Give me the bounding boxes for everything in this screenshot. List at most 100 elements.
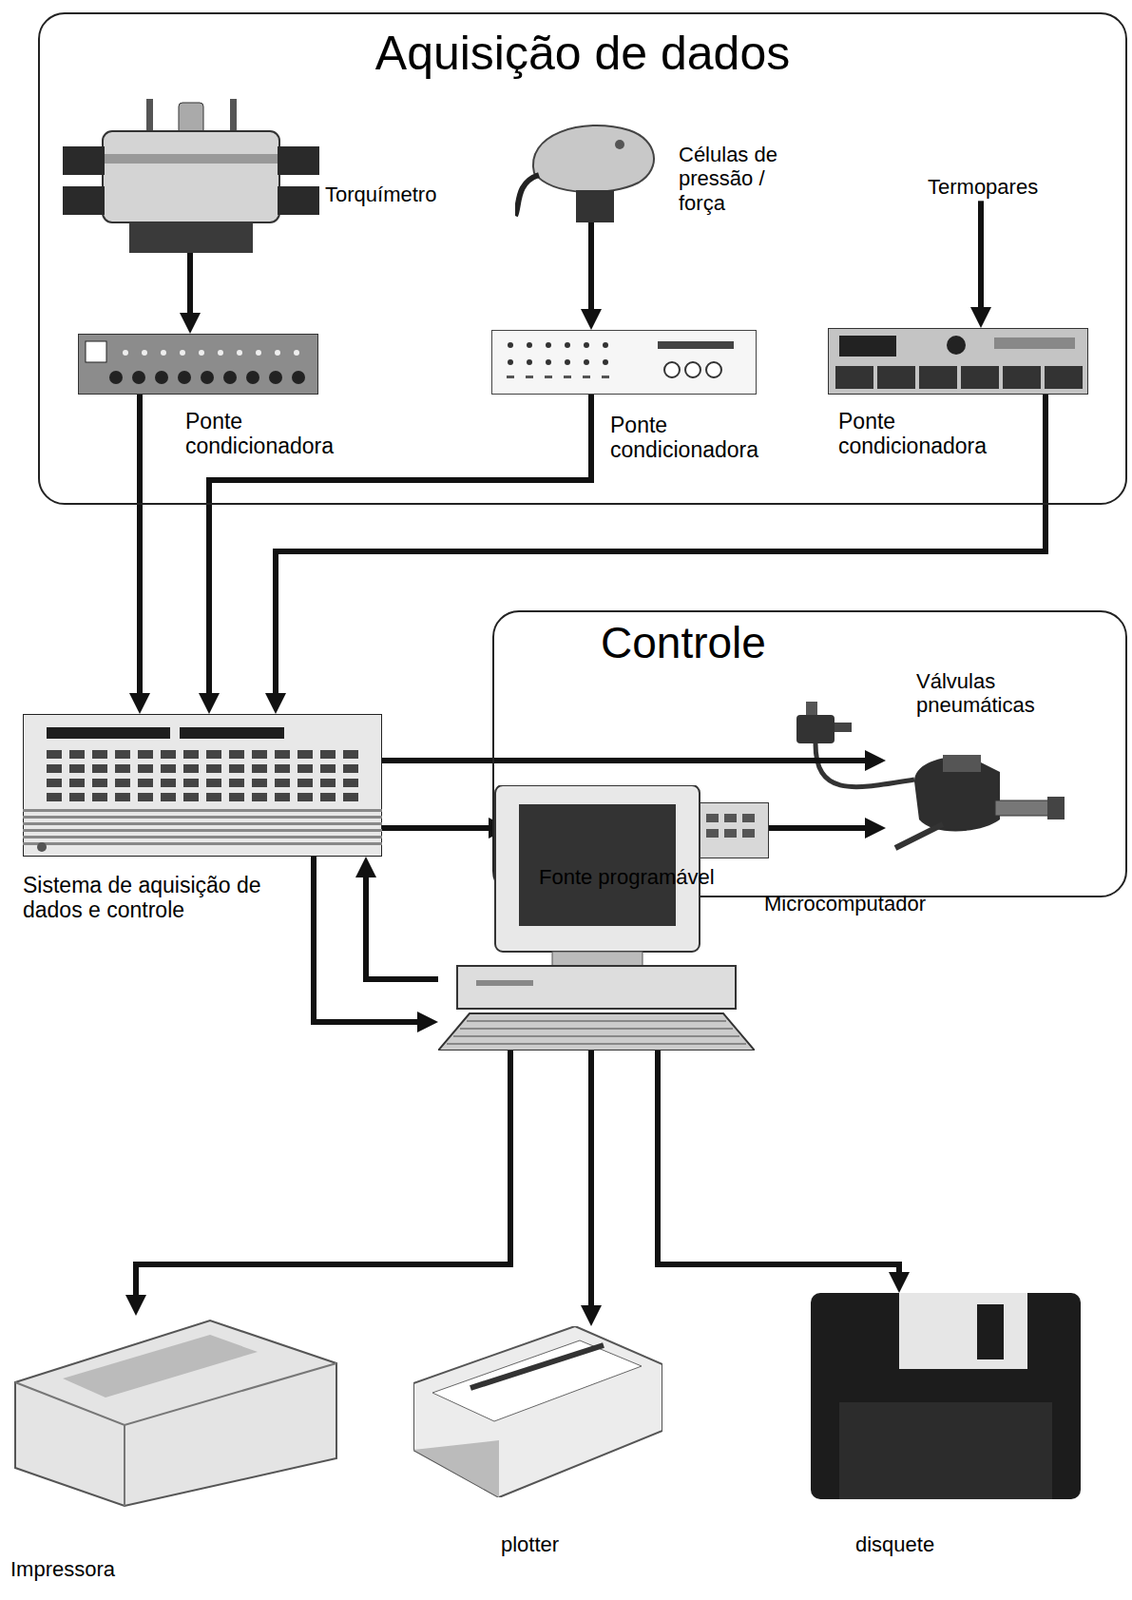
- illustration-part: [137, 764, 154, 773]
- illustration-part: [839, 1401, 1053, 1499]
- connector-arrow: [768, 817, 886, 839]
- connector-arrow: [355, 856, 439, 979]
- illustration-part: [320, 764, 336, 773]
- illustration-part: [564, 359, 571, 365]
- illustration-part: [706, 362, 722, 378]
- illustration-part: [495, 785, 700, 952]
- illustration-part: [320, 778, 336, 787]
- illustration-part: [92, 778, 108, 787]
- rack1-illustration: [77, 333, 319, 395]
- illustration-part: [413, 1439, 499, 1497]
- node-label: Controle: [600, 617, 767, 669]
- floppy-illustration: [810, 1292, 1081, 1499]
- illustration-part: [129, 222, 253, 253]
- illustration-part: [229, 792, 245, 802]
- arrow-head: [580, 308, 602, 330]
- connector-line: [365, 873, 439, 979]
- illustration-part: [476, 979, 534, 986]
- connector-arrow: [970, 200, 992, 328]
- plotter: plotter: [413, 1325, 663, 1497]
- illustration-part: [251, 778, 268, 787]
- illustration-part: [724, 828, 737, 838]
- illustration-part: [236, 349, 243, 356]
- illustration-part: [413, 1325, 663, 1497]
- illustration-part: [183, 764, 199, 773]
- illustration-part: [46, 749, 62, 759]
- illustration-part: [160, 764, 176, 773]
- illustration-part: [137, 778, 154, 787]
- illustration-part: [200, 370, 214, 384]
- illustration-part: [223, 370, 237, 384]
- illustration-part: [115, 749, 131, 759]
- illustration-part: [602, 342, 609, 348]
- illustration-part: [229, 764, 245, 773]
- illustration-part: [453, 1035, 740, 1037]
- illustration-part: [177, 370, 192, 384]
- illustration-part: [293, 349, 300, 356]
- conditioning-bridge: Ponte condicionadora: [77, 333, 319, 395]
- arrow-head: [265, 692, 287, 714]
- illustration-part: [206, 749, 222, 759]
- connector-arrow: [265, 394, 1046, 714]
- illustration-part: [343, 792, 359, 802]
- connector-arrow: [129, 394, 151, 714]
- illustration-part: [470, 1344, 604, 1388]
- node-label: disquete: [855, 1532, 935, 1556]
- illustration-part: [183, 792, 199, 802]
- illustration-part: [664, 362, 680, 378]
- illustration-part: [255, 349, 262, 356]
- conditioning-bridge: Ponte condicionadora: [827, 327, 1089, 395]
- arrow-head: [129, 692, 151, 714]
- node-label: Válvulas pneumáticas: [916, 669, 1059, 718]
- daq-illustration: [22, 713, 383, 857]
- node-label: Termopares: [927, 174, 1038, 199]
- illustration-part: [320, 749, 336, 759]
- illustration-part: [69, 792, 85, 802]
- pneumatic-valve: Válvulas pneumáticas: [885, 667, 1067, 863]
- illustration-part: [724, 813, 737, 823]
- illustration-part: [457, 965, 736, 1009]
- connector-line: [275, 394, 1046, 697]
- printer-illustration: [10, 1315, 342, 1510]
- node-label: Aquisição de dados: [39, 26, 1126, 82]
- illustration-part: [946, 335, 966, 355]
- illustration-part: [160, 778, 176, 787]
- illustration-part: [685, 362, 701, 378]
- connector-line: [588, 1050, 595, 1309]
- connector-line: [768, 825, 869, 831]
- illustration-part: [46, 778, 62, 787]
- illustration-part: [277, 186, 320, 215]
- illustration-part: [491, 329, 757, 395]
- illustration-part: [137, 792, 154, 802]
- daq-unit: Sistema de aquisição de dados e controle: [22, 713, 383, 857]
- illustration-part: [942, 754, 981, 772]
- illustration-part: [602, 359, 609, 365]
- illustration-part: [37, 842, 47, 852]
- illustration-part: [583, 359, 590, 365]
- arrow-head: [864, 817, 886, 839]
- node-label: plotter: [500, 1532, 559, 1556]
- illustration-part: [217, 349, 224, 356]
- illustration-part: [69, 764, 85, 773]
- illustration-part: [291, 370, 306, 384]
- illustration-part: [343, 764, 359, 773]
- illustration-part: [297, 778, 313, 787]
- connector-line: [187, 252, 193, 317]
- arrow-head: [864, 749, 886, 771]
- illustration-part: [525, 375, 534, 379]
- node-label: Células de pressão / força: [678, 142, 803, 215]
- illustration-part: [899, 1292, 1028, 1369]
- node-label: Impressora: [10, 1556, 116, 1581]
- illustration-part: [583, 342, 590, 348]
- illustration-part: [575, 190, 614, 223]
- illustration-part: [977, 1304, 1004, 1360]
- illustration-part: [92, 792, 108, 802]
- illustration-part: [343, 749, 359, 759]
- connector-arrow: [580, 1050, 602, 1326]
- sensor-label: Termopares: [921, 172, 1044, 201]
- illustration-part: [1002, 365, 1041, 389]
- region-panel: Aquisição de dadosTorquímetroCélulas de …: [38, 12, 1128, 505]
- illustration-part: [137, 749, 154, 759]
- illustration-part: [601, 375, 610, 379]
